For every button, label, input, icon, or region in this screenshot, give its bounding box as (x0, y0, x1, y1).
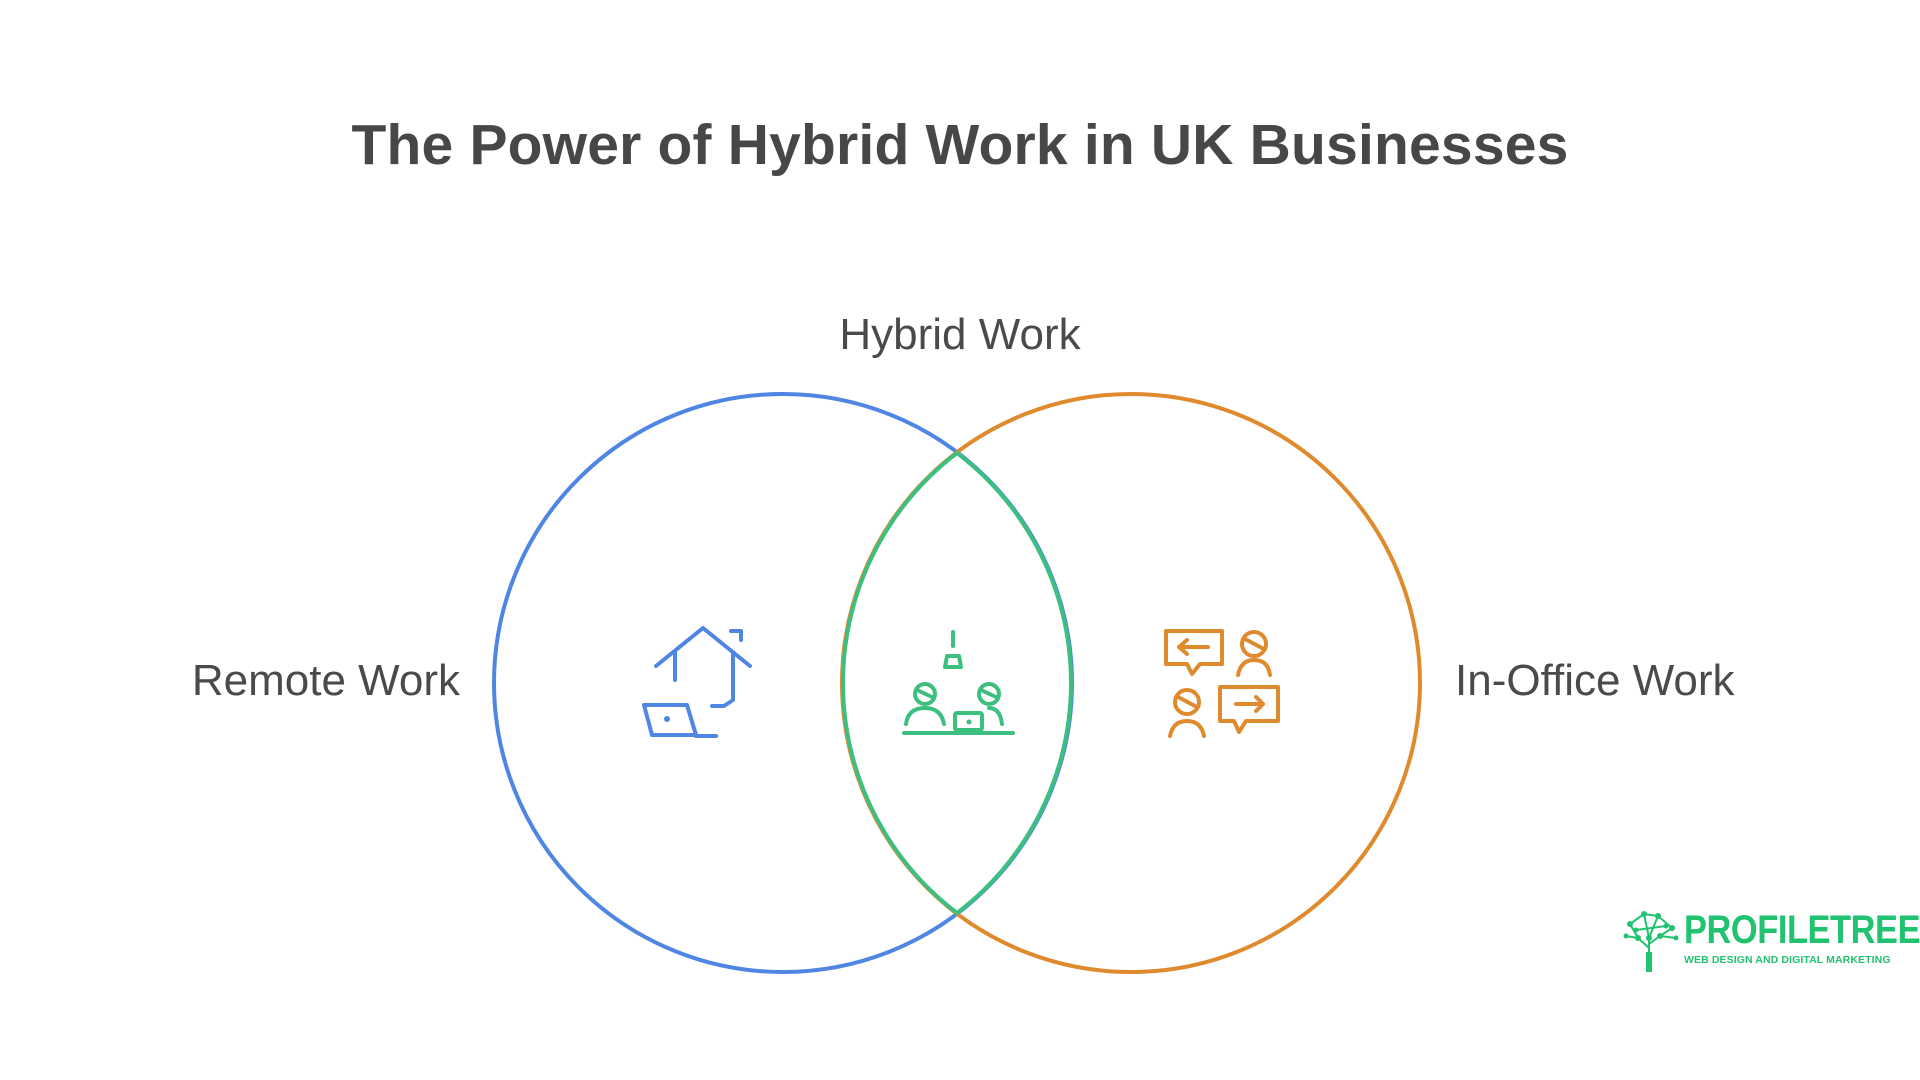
left-set-label: Remote Work (191, 656, 460, 705)
shared-desk-icon (902, 630, 1015, 735)
right-set-label: In-Office Work (1455, 656, 1735, 705)
profiletree-logo: PROFILETREE WEB DESIGN AND DIGITAL MARKE… (1622, 908, 1920, 972)
overlap-outline (840, 450, 1074, 916)
logo-wordmark: PROFILETREE (1684, 908, 1920, 952)
overlap-label: Hybrid Work (839, 310, 1081, 359)
page-title: The Power of Hybrid Work in UK Businesse… (351, 113, 1569, 177)
home-laptop-icon (642, 626, 752, 738)
tree-network-icon (1623, 911, 1679, 972)
office-conversation-icon (1164, 629, 1280, 738)
logo-tagline: WEB DESIGN AND DIGITAL MARKETING (1684, 954, 1891, 966)
